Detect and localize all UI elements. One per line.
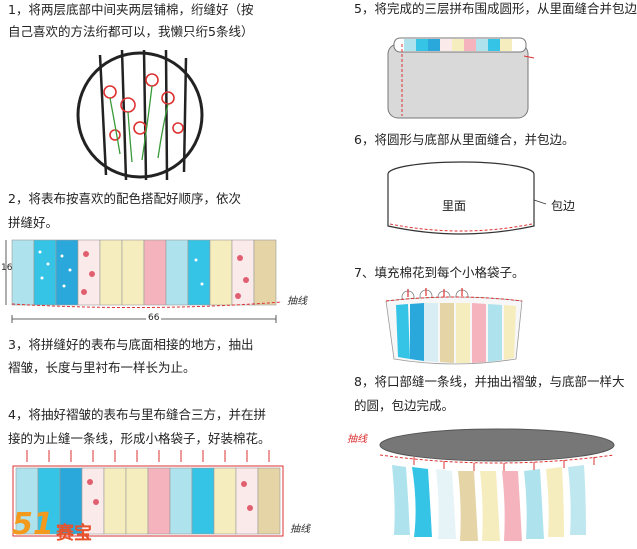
step8-line1: 8，将口部缝一条线，并抽出褶皱，与底部一样大 bbox=[354, 374, 625, 389]
step1-line2: 自己喜欢的方法绗都可以，我懒只绗5条线） bbox=[8, 24, 254, 39]
step5-line1: 5，将完成的三层拼布围成圆形，从里面缝合并包边 bbox=[354, 1, 637, 16]
step4-pocket-panel bbox=[12, 450, 284, 537]
step4-line2: 接的为止缝一条线，形成小格袋子，好装棉花。 bbox=[8, 431, 271, 446]
step7-stuffed-pockets bbox=[385, 288, 523, 365]
step3-line2: 褶皱，长度与里衬布一样长为止。 bbox=[8, 360, 196, 375]
step4-note-pull-thread: 抽线 bbox=[290, 524, 310, 535]
step2-patchwork-panel bbox=[5, 239, 283, 323]
step2-dim-height: 16 bbox=[1, 263, 13, 273]
logo-mark: 51 bbox=[12, 507, 54, 542]
step8-note-pull-thread: 抽线 bbox=[347, 434, 367, 445]
step1-line1: 1，将两层底部中间夹两层铺棉，绗缝好（按 bbox=[8, 2, 254, 17]
step2-line2: 拼缝好。 bbox=[8, 215, 59, 230]
step6-line1: 6，将圆形与底部从里面缝合，并包边。 bbox=[354, 132, 575, 147]
step1-base-illustration bbox=[76, 49, 204, 181]
step8-finished-basket bbox=[374, 428, 620, 542]
step6-cylinder bbox=[387, 161, 547, 235]
step2-note-pull-thread: 抽线 bbox=[287, 296, 307, 307]
logo-suffix: 赛宝 bbox=[56, 523, 92, 544]
step3-line1: 3，将拼缝好的表布与底面相接的地方，抽出 bbox=[8, 337, 254, 352]
step8-line2: 的圆，包边完成。 bbox=[354, 398, 455, 413]
step5-rolled-panel bbox=[387, 37, 535, 119]
step7-line1: 7、填充棉花到每个小格袋子。 bbox=[354, 265, 525, 280]
step4-line1: 4，将抽好褶皱的表布与里布缝合三方，并在拼 bbox=[8, 407, 266, 422]
step2-dim-width: 66 bbox=[146, 313, 162, 323]
step6-label-inside: 里面 bbox=[442, 199, 467, 213]
site-logo: 51 赛宝 bbox=[2, 505, 112, 545]
step2-line1: 2，将表布按喜欢的配色搭配好顺序，依次 bbox=[8, 191, 241, 206]
step6-label-binding: 包边 bbox=[551, 199, 576, 213]
